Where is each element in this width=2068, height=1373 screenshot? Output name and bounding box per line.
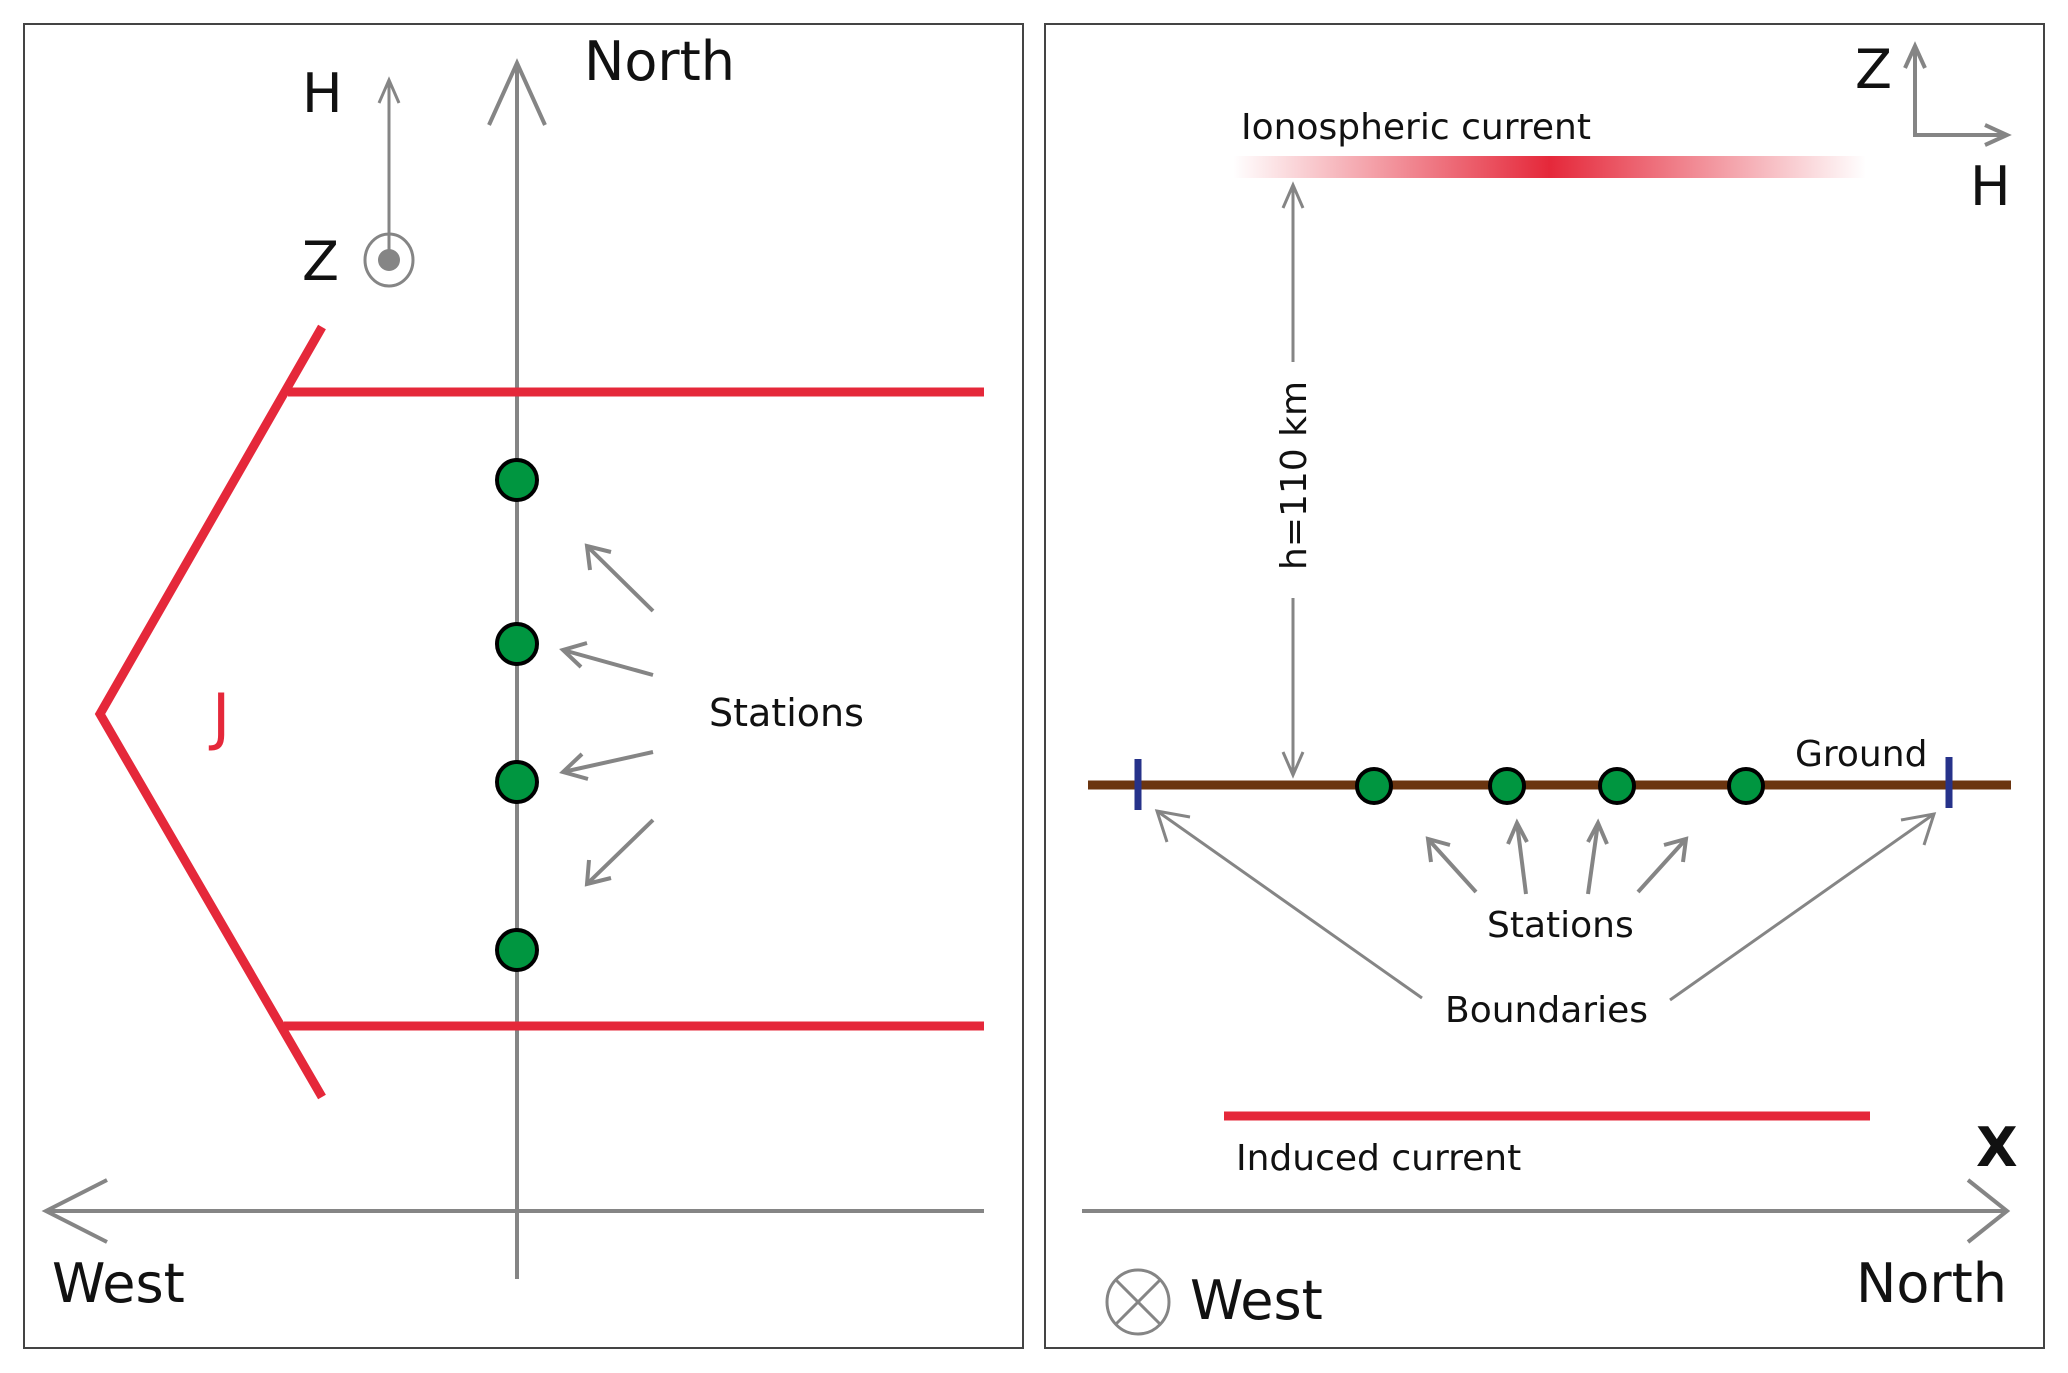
current-label: J — [208, 680, 230, 753]
west-label: West — [1190, 1269, 1323, 1332]
north-label: North — [1856, 1252, 2007, 1315]
west-into-page-icon — [1105, 1268, 1171, 1336]
ionospheric-current-label: Ionospheric current — [1241, 107, 1591, 148]
stations-label: Stations — [1487, 905, 1634, 946]
right-panel-frame — [1044, 23, 2045, 1349]
north-axis-arrow — [487, 58, 547, 1279]
right-panel: Z H Ionospheric current h=110 km Ground — [1044, 23, 2045, 1349]
ground-label: Ground — [1795, 734, 1927, 775]
station-pointer-arrows — [559, 543, 655, 887]
ionospheric-current-bar — [1233, 156, 1866, 178]
zh-axes-icon — [1903, 41, 2012, 147]
left-panel: North H Z J — [23, 23, 1024, 1349]
height-arrow — [1281, 181, 1305, 779]
z-out-of-page-icon — [363, 232, 415, 288]
station-marker — [1355, 767, 1393, 805]
boundaries-label: Boundaries — [1445, 990, 1648, 1031]
station-marker — [495, 458, 539, 502]
station-marker — [495, 928, 539, 972]
station-marker — [1488, 767, 1526, 805]
station-marker — [495, 760, 539, 804]
z-axis-label: Z — [1855, 38, 1892, 101]
induced-current-label: Induced current — [1236, 1138, 1521, 1179]
h-axis-arrow — [377, 76, 401, 257]
north-axis-arrow — [1082, 1178, 2011, 1244]
x-axis-label: X — [1976, 1116, 2018, 1179]
station-marker — [1598, 767, 1636, 805]
station-pointer-arrows — [1425, 818, 1689, 895]
current-path — [94, 324, 984, 1100]
h-axis-label: H — [1970, 155, 2011, 218]
stations-label: Stations — [709, 691, 864, 735]
station-marker — [1727, 767, 1765, 805]
left-panel-frame — [23, 23, 1024, 1349]
west-label: West — [52, 1252, 185, 1315]
north-label: North — [584, 30, 735, 93]
z-axis-label: Z — [302, 230, 339, 293]
height-label: h=110 km — [1274, 381, 1315, 570]
boundary-pointer-arrows — [1154, 809, 1937, 1002]
station-marker — [495, 622, 539, 666]
h-axis-label: H — [302, 62, 343, 125]
west-axis-arrow — [41, 1178, 984, 1244]
